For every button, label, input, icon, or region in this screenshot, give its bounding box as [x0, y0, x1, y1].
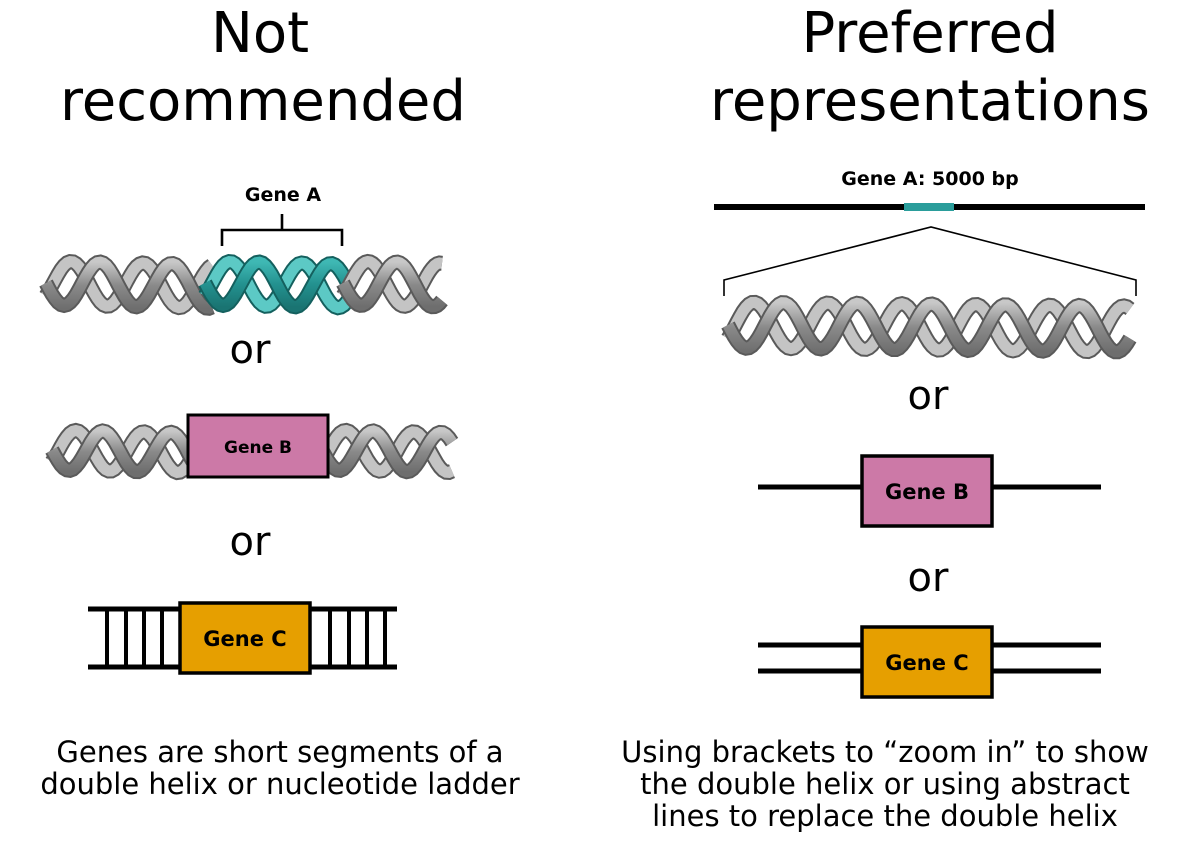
- right-gene-b-box: [860, 454, 994, 528]
- left-heading-line2: recommended: [60, 69, 466, 134]
- left-gene-a-bracket: [220, 214, 344, 246]
- left-caption: Genes are short segments of a double hel…: [0, 736, 560, 800]
- helix-front-strand: [200, 256, 355, 313]
- right-heading-line2: representations: [710, 69, 1150, 134]
- left-or-2: or: [229, 519, 271, 565]
- right-heading: Preferred representations: [700, 0, 1160, 136]
- right-caption-line1: Using brackets to “zoom in” to show: [621, 735, 1149, 769]
- right-gene-a-label: Gene A: 5000 bp: [841, 168, 1018, 190]
- left-gene-b-label: Gene B: [224, 438, 292, 458]
- right-caption: Using brackets to “zoom in” to show the …: [580, 736, 1190, 832]
- helix-front-strand: [41, 256, 215, 314]
- left-caption-line2: double helix or nucleotide ladder: [40, 767, 520, 801]
- right-gene-c-group: Gene C: [758, 625, 1101, 699]
- right-gene-c-box: [860, 625, 994, 699]
- right-helix-a: [721, 294, 1137, 360]
- right-gene-b-group: Gene B: [758, 454, 1101, 528]
- right-caption-line3: lines to replace the double helix: [652, 799, 1118, 833]
- left-heading: Not recommended: [60, 0, 466, 136]
- left-gene-b-box: [186, 413, 330, 479]
- helix-back-strand: [338, 255, 443, 312]
- helix-front-strand: [47, 425, 200, 478]
- right-gene-b-label: Gene B: [885, 480, 969, 504]
- left-gene-c-box: [178, 601, 312, 675]
- left-caption-line1: Genes are short segments of a: [56, 735, 504, 769]
- left-gene-b-group: Gene B: [45, 413, 459, 481]
- left-helix-a: [39, 253, 448, 316]
- right-heading-line1: Preferred: [801, 1, 1059, 66]
- right-zoom-bracket: [723, 226, 1137, 296]
- right-caption-line2: the double helix or using abstract: [640, 767, 1130, 801]
- helix-front-strand: [317, 425, 457, 478]
- left-gene-c-label: Gene C: [203, 627, 286, 651]
- left-gene-a-label: Gene A: [245, 184, 322, 206]
- left-heading-line1: Not: [210, 1, 310, 66]
- right-or-1: or: [907, 373, 949, 419]
- helix-front-strand: [723, 297, 1135, 358]
- left-gene-c-group: Gene C: [88, 601, 397, 675]
- helix-back-strand: [41, 255, 216, 314]
- left-helix-b: [45, 422, 459, 481]
- left-gene-a-group: Gene A: [39, 184, 448, 316]
- right-gene-c-label: Gene C: [885, 651, 968, 675]
- left-or-1: or: [229, 327, 271, 373]
- right-or-2: or: [907, 555, 949, 601]
- right-gene-a-group: Gene A: 5000 bp: [714, 168, 1145, 360]
- helix-front-strand: [338, 256, 447, 313]
